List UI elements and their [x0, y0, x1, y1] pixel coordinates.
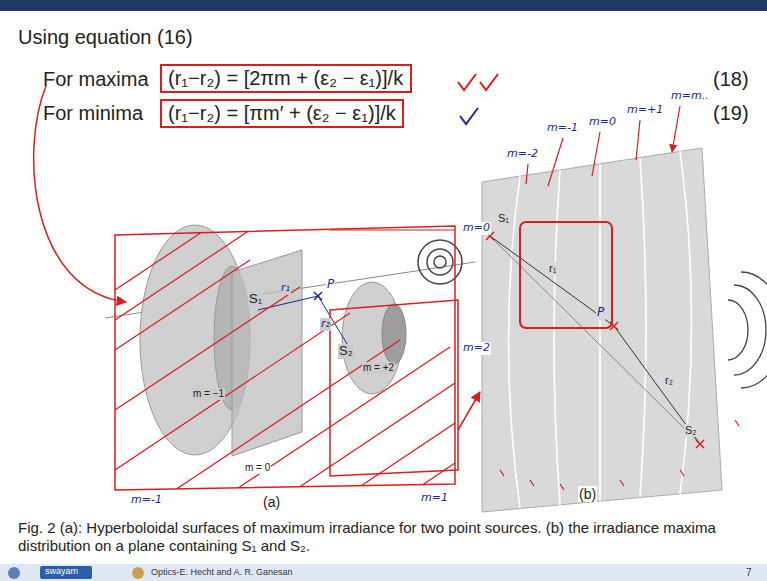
hyperboloid-inner	[382, 304, 406, 364]
vector-label: r₂	[664, 374, 674, 387]
plane-m0	[232, 250, 302, 456]
point-marks	[486, 232, 704, 448]
handwritten-order: m=-2	[506, 148, 539, 161]
observation-plane	[482, 148, 722, 512]
red-pointers	[526, 106, 680, 186]
source-label: S₁	[497, 212, 510, 225]
footer-credit: Optics-E. Hecht and A. R. Ganesan	[150, 567, 294, 577]
equation-label: For minima	[42, 102, 144, 125]
red-hatching	[100, 220, 470, 520]
red-annotation-region	[115, 226, 455, 490]
axis-line	[490, 236, 700, 444]
equation-text: (r₁−r₂) = [πm′ + (ε₂ − ε₁)]/k	[168, 102, 396, 125]
end-rings	[728, 272, 767, 388]
source-label: S₂	[684, 424, 698, 437]
panel-label: (a)	[262, 494, 281, 510]
red-arrow	[458, 392, 480, 430]
footer-logo-text: swayam	[44, 566, 79, 576]
vector-label: r₁	[548, 262, 557, 275]
figure-caption: Fig. 2 (a): Hyperboloidal surfaces of ma…	[18, 519, 753, 555]
red-annotation-box	[330, 300, 458, 476]
handwritten-order: m=1	[420, 492, 449, 505]
equation-number: (19)	[712, 102, 750, 125]
handwritten-point: P	[326, 278, 335, 292]
handwritten-vector: r₂	[320, 318, 331, 331]
equation-number: (18)	[712, 68, 750, 91]
slide-title: Using equation (16)	[18, 26, 193, 49]
order-label: m = 0	[244, 462, 271, 474]
order-label: m = −1	[192, 388, 225, 400]
source-label: S₂	[338, 344, 354, 359]
footer-logo	[132, 567, 144, 579]
equation-box: (r₁−r₂) = [πm′ + (ε₂ − ε₁)]/k	[160, 99, 404, 128]
handwritten-order: m=+1	[626, 104, 664, 117]
red-annotation-box	[520, 222, 612, 328]
handwritten-order: m=0	[588, 116, 617, 129]
handwritten-order: m=-1	[546, 122, 579, 135]
slide-number: 7	[745, 567, 753, 579]
handwritten-vector: r₁	[280, 282, 291, 295]
equation-label: For maxima	[42, 68, 150, 91]
equation-text: (r₁−r₂) = [2πm + (ε₂ − ε₁)]/k	[168, 67, 403, 90]
end-ring	[434, 256, 446, 268]
footer-bar	[0, 564, 767, 581]
maxima-fringes	[509, 151, 692, 508]
point-mark	[314, 292, 322, 300]
red-ticks	[500, 420, 739, 490]
handwritten-order: m=-1	[130, 494, 163, 507]
end-ring	[427, 249, 453, 275]
swayam-logo	[40, 566, 92, 579]
order-label: m = +2	[362, 362, 395, 374]
footer-logo	[8, 567, 20, 579]
handwritten-order: m=m..	[670, 90, 710, 103]
position-vectors	[490, 236, 700, 444]
source-label: S₁	[248, 292, 263, 307]
handwritten-order: m=0	[462, 222, 491, 235]
handwritten-point: P	[596, 306, 605, 320]
equation-box: (r₁−r₂) = [2πm + (ε₂ − ε₁)]/k	[160, 64, 412, 93]
top-bar	[0, 0, 767, 11]
handwritten-order: m=2	[462, 342, 491, 355]
check-mark	[458, 74, 498, 90]
check-mark	[460, 108, 478, 124]
panel-label: (b)	[578, 486, 597, 502]
